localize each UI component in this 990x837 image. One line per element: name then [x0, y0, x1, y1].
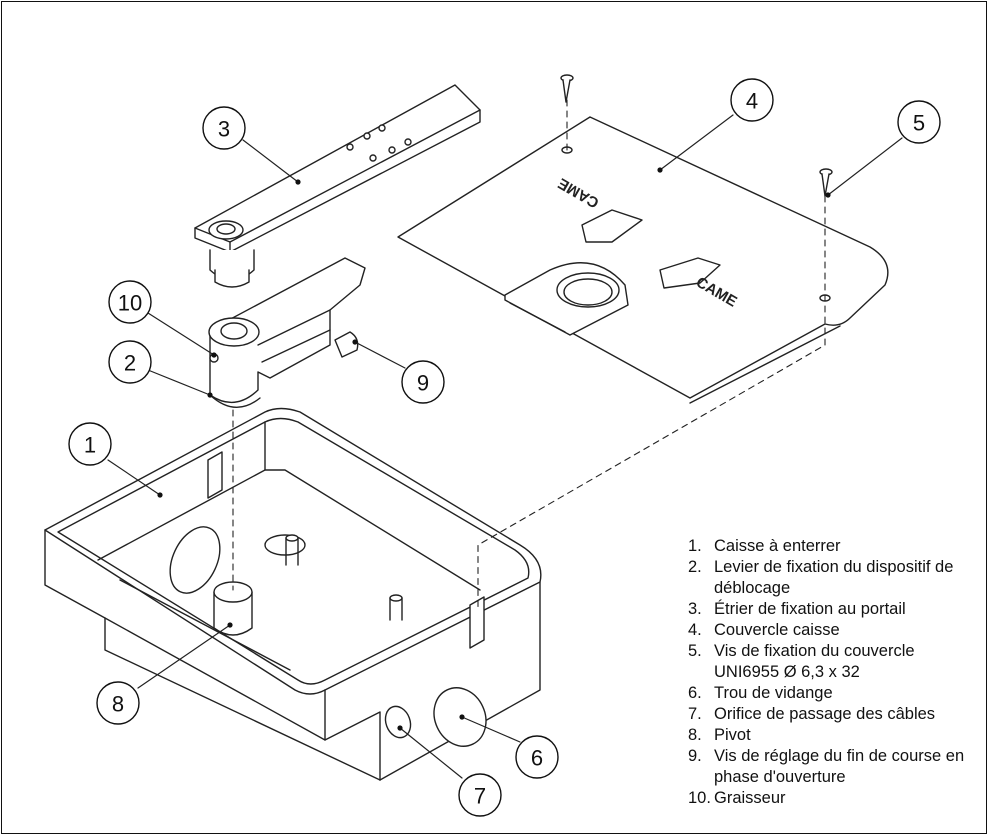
legend-item-text: Graisseur: [714, 789, 786, 807]
legend-item-number: 6.: [688, 684, 702, 702]
legend-item: 3. Étrier de fixation au portail: [688, 599, 978, 620]
callout-leaders: [107, 114, 903, 779]
cover-plate: [397, 116, 889, 404]
cover-screws: [560, 74, 833, 197]
legend-item-number: 9.: [688, 747, 702, 765]
legend-item-text: Pivot: [714, 726, 751, 744]
legend-item: 2. Levier de fixation du dispositif de dé…: [688, 557, 978, 599]
legend-item-text: Vis de réglage du fin de course en phase…: [714, 747, 965, 786]
callout-10: 10: [118, 291, 142, 316]
leader-dots: [157, 167, 831, 731]
legend-item: 5. Vis de fixation du couvercle UNI6955 Ø…: [688, 641, 978, 683]
gate-bracket: [194, 84, 481, 288]
parts-legend: 1. Caisse à enterrer 2. Levier de fixation …: [688, 536, 978, 809]
legend-item: 4. Couvercle caisse: [688, 620, 978, 641]
legend-item-text: Caisse à enterrer: [714, 537, 841, 555]
callout-2: 2: [124, 351, 136, 376]
callout-6: 6: [531, 746, 543, 771]
legend-item-text: Couvercle caisse: [714, 621, 840, 639]
callout-circles: [68, 78, 941, 817]
release-lever: [208, 257, 366, 408]
legend-item-text: Vis de fixation du couvercle UNI6955 Ø 6…: [714, 642, 915, 681]
callout-1: 1: [84, 433, 96, 458]
legend-item: 6. Trou de vidange: [688, 683, 978, 704]
legend-item-number: 4.: [688, 621, 702, 639]
legend-item-number: 8.: [688, 726, 702, 744]
legend-item: 9. Vis de réglage du fin de course en pha…: [688, 746, 978, 788]
legend-item-text: Trou de vidange: [714, 684, 833, 702]
callout-9: 9: [417, 371, 429, 396]
legend-item-number: 3.: [688, 600, 702, 618]
assembly-lines: [232, 99, 826, 611]
legend-item-text: Étrier de fixation au portail: [714, 600, 906, 618]
legend-item-text: Orifice de passage des câbles: [714, 705, 936, 723]
legend-item-number: 2.: [688, 558, 702, 576]
legend-item: 10.Graisseur: [688, 788, 978, 809]
legend-item-text: Levier de fixation du dispositif de débl…: [714, 558, 954, 597]
legend-item: 1. Caisse à enterrer: [688, 536, 978, 557]
callout-3: 3: [218, 117, 230, 142]
callout-8: 8: [112, 692, 124, 717]
legend-item-number: 1.: [688, 537, 702, 555]
callout-4: 4: [746, 89, 758, 114]
underground-box: [44, 407, 542, 781]
legend-item-number: 7.: [688, 705, 702, 723]
callout-7: 7: [474, 784, 486, 809]
legend-item: 7. Orifice de passage des câbles: [688, 704, 978, 725]
legend-item-number: 10.: [688, 789, 711, 807]
legend-item: 8. Pivot: [688, 725, 978, 746]
callout-5: 5: [913, 111, 925, 136]
legend-item-number: 5.: [688, 642, 702, 660]
